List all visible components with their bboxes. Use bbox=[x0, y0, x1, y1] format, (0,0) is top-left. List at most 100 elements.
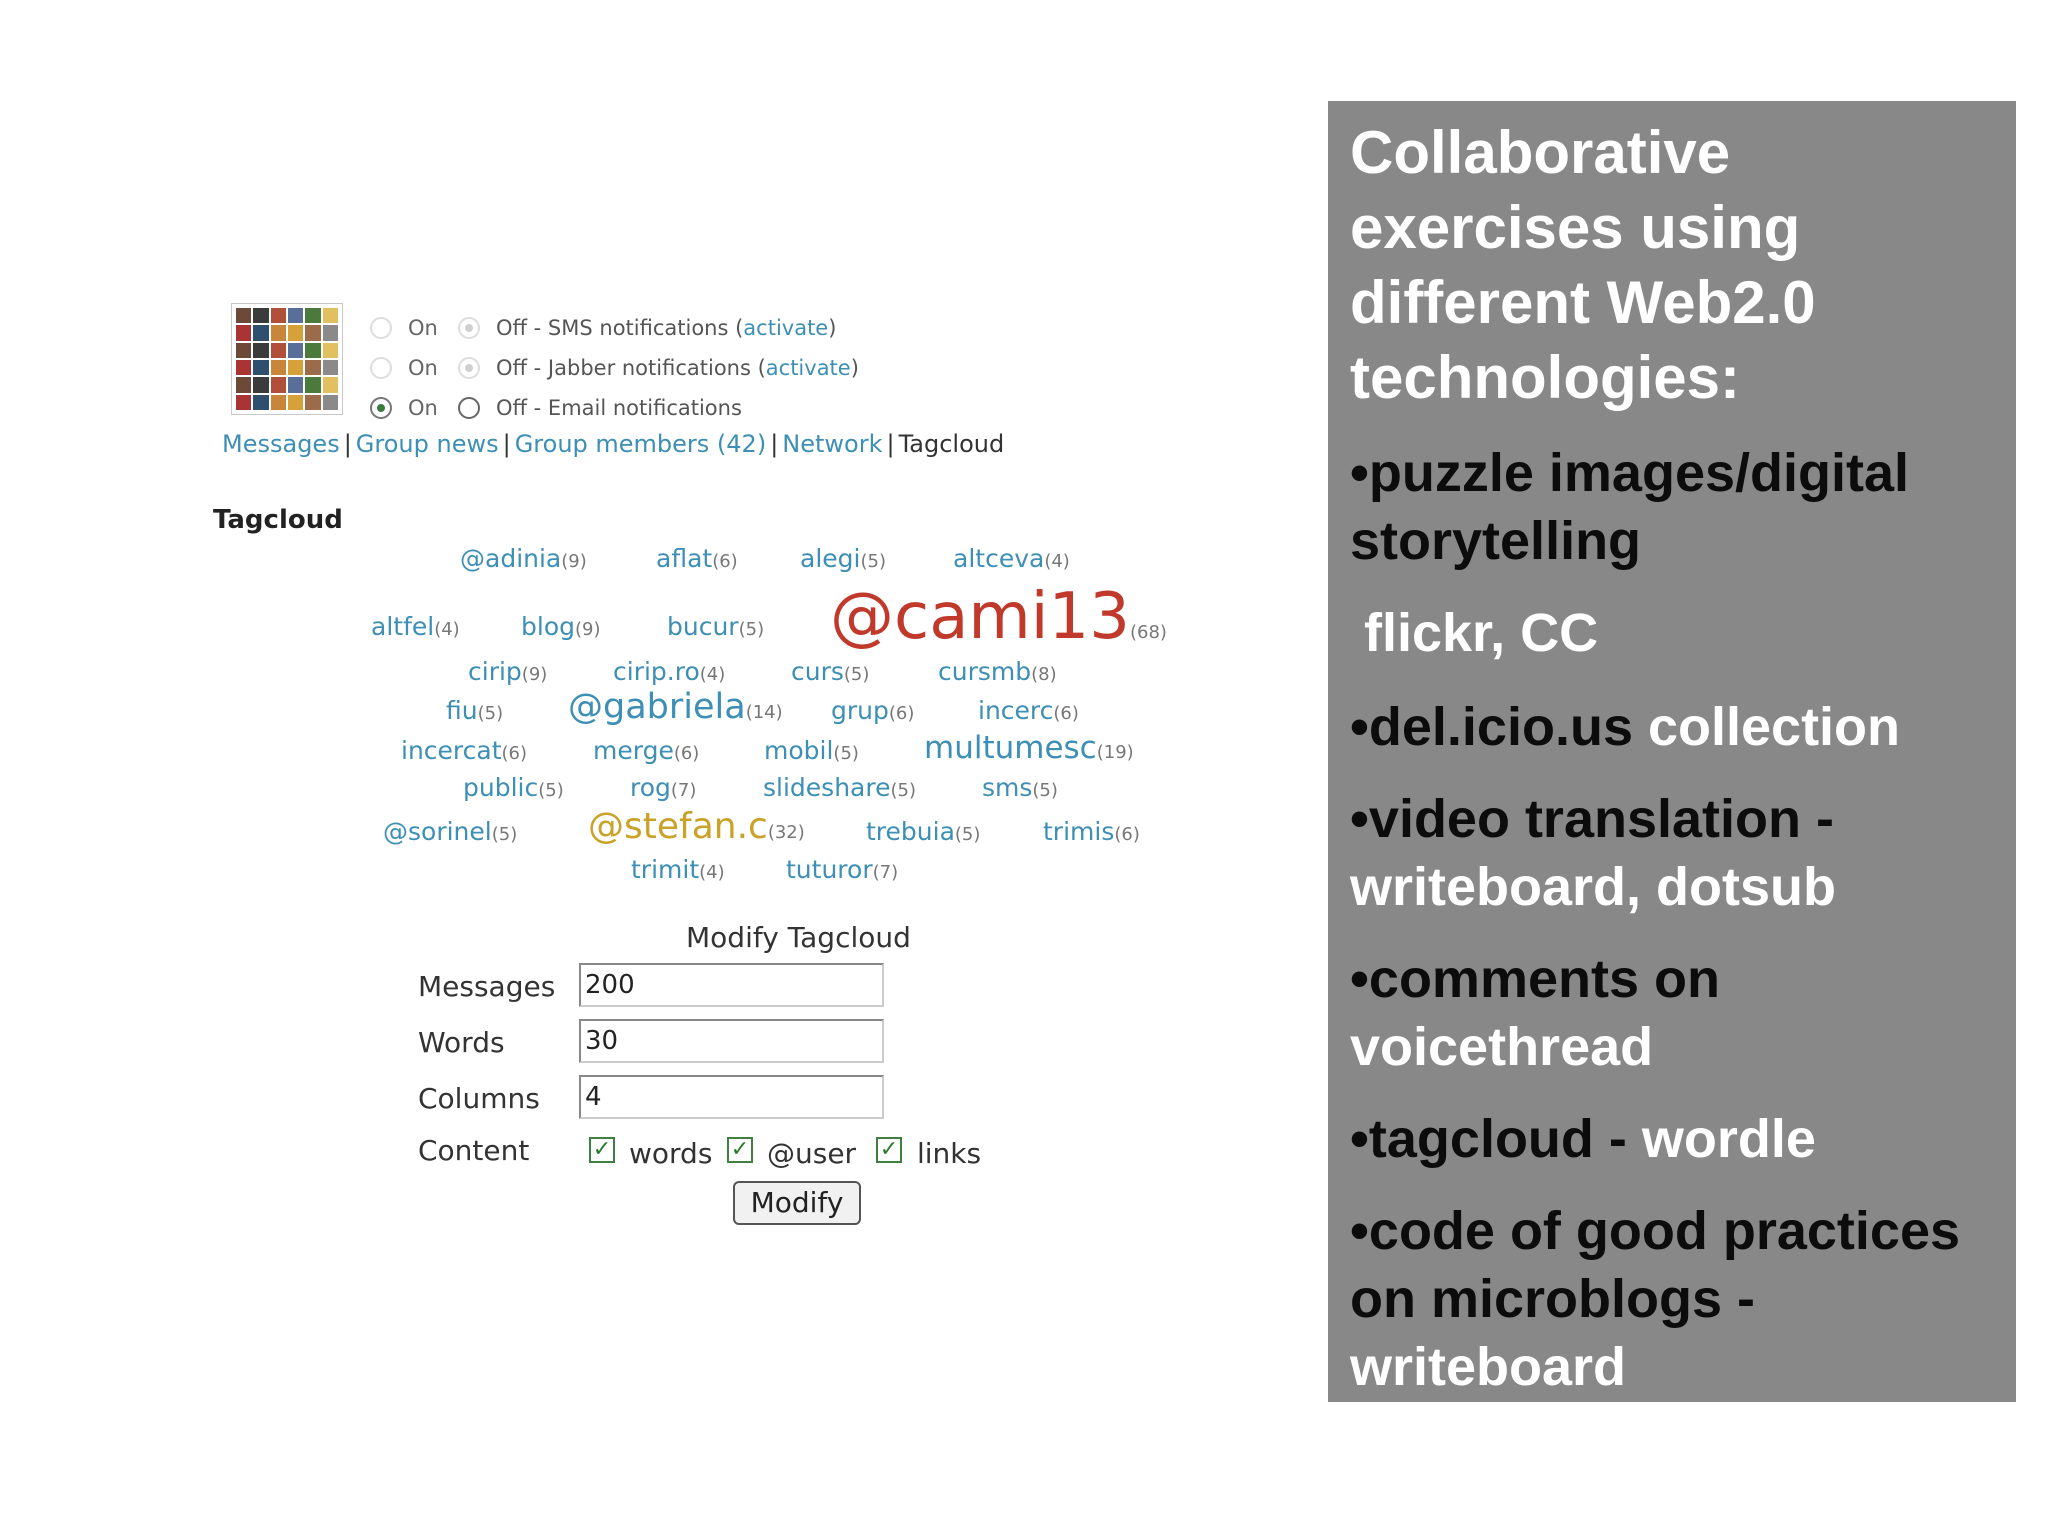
nav-messages-link[interactable]: Messages bbox=[222, 430, 340, 458]
tag[interactable]: trebuia(5) bbox=[866, 817, 981, 846]
tag[interactable]: fiu(5) bbox=[446, 696, 504, 725]
tag[interactable]: incerc(6) bbox=[978, 696, 1079, 725]
nav-group-members-link[interactable]: Group members (42) bbox=[514, 430, 767, 458]
columns-label: Columns bbox=[418, 1082, 540, 1115]
tag[interactable]: grup(6) bbox=[831, 696, 915, 725]
tag[interactable]: rog(7) bbox=[630, 773, 697, 802]
panel-item-video: •video translation - writeboard, dotsub bbox=[1350, 789, 1836, 917]
sms-activate-link[interactable]: activate bbox=[743, 316, 829, 340]
tag[interactable]: @adinia(9) bbox=[460, 544, 587, 573]
sms-notification-row: On Off - SMS notifications (activate) bbox=[370, 312, 836, 344]
links-checkbox[interactable]: ✓ bbox=[876, 1137, 902, 1163]
avatar-tile bbox=[305, 325, 321, 341]
avatar-tile bbox=[253, 394, 269, 410]
avatar-tile bbox=[270, 342, 286, 358]
email-off-radio[interactable] bbox=[458, 397, 480, 419]
nav-network-link[interactable]: Network bbox=[782, 430, 883, 458]
group-nav: Messages|Group news|Group members (42)|N… bbox=[222, 430, 1005, 458]
avatar-tile bbox=[236, 308, 252, 324]
tag[interactable]: tuturor(7) bbox=[786, 855, 899, 884]
panel-item-code: •code of good practices on microblogs - … bbox=[1350, 1201, 1961, 1397]
avatar-tile bbox=[236, 325, 252, 341]
tag[interactable]: bucur(5) bbox=[667, 612, 765, 641]
avatar-tile bbox=[270, 325, 286, 341]
sms-off-label: Off - SMS notifications (activate) bbox=[496, 316, 837, 340]
jabber-notification-row: On Off - Jabber notifications (activate) bbox=[370, 352, 859, 384]
tag[interactable]: merge(6) bbox=[593, 736, 700, 765]
avatar-tile bbox=[253, 342, 269, 358]
user-checkbox-label: @user bbox=[767, 1137, 857, 1170]
avatar-tile bbox=[322, 308, 338, 324]
tag[interactable]: altfel(4) bbox=[371, 612, 460, 641]
tag[interactable]: sms(5) bbox=[982, 773, 1058, 802]
avatar-tile bbox=[270, 394, 286, 410]
tag[interactable]: curs(5) bbox=[791, 657, 870, 686]
tag[interactable]: @sorinel(5) bbox=[383, 817, 518, 846]
tag[interactable]: blog(9) bbox=[521, 612, 601, 641]
email-off-label: Off - Email notifications bbox=[496, 396, 742, 420]
words-label: Words bbox=[418, 1026, 505, 1059]
nav-group-news-link[interactable]: Group news bbox=[355, 430, 499, 458]
columns-input[interactable] bbox=[579, 1075, 884, 1119]
avatar-tile bbox=[270, 359, 286, 376]
jabber-on-label: On bbox=[408, 356, 438, 380]
avatar-tile bbox=[253, 325, 269, 341]
words-input[interactable] bbox=[579, 1019, 884, 1063]
tag[interactable]: cursmb(8) bbox=[938, 657, 1057, 686]
tag[interactable]: trimit(4) bbox=[631, 855, 725, 884]
avatar-tile bbox=[270, 308, 286, 324]
avatar-tile bbox=[287, 377, 304, 393]
modify-button[interactable]: Modify bbox=[733, 1181, 861, 1225]
sms-on-label: On bbox=[408, 316, 438, 340]
tag[interactable]: incercat(6) bbox=[401, 736, 528, 765]
avatar-tile bbox=[322, 342, 338, 358]
jabber-off-label: Off - Jabber notifications (activate) bbox=[496, 356, 859, 380]
tagcloud-title: Tagcloud bbox=[213, 505, 343, 535]
jabber-activate-link[interactable]: activate bbox=[765, 356, 851, 380]
sms-on-radio[interactable] bbox=[370, 317, 392, 339]
tag[interactable]: @stefan.c(32) bbox=[588, 806, 805, 847]
tag[interactable]: mobil(5) bbox=[764, 736, 859, 765]
email-on-label: On bbox=[408, 396, 438, 420]
group-avatar-mosaic bbox=[231, 303, 343, 415]
modify-tagcloud-title: Modify Tagcloud bbox=[686, 921, 911, 954]
panel-item-comments: •comments on voicethread bbox=[1350, 949, 1720, 1077]
jabber-off-radio[interactable] bbox=[458, 357, 480, 379]
avatar-tile bbox=[270, 377, 286, 393]
avatar-tile bbox=[236, 342, 252, 358]
tag[interactable]: aflat(6) bbox=[656, 544, 738, 573]
avatar-tile bbox=[287, 325, 304, 341]
words-checkbox[interactable]: ✓ bbox=[589, 1137, 615, 1163]
panel-heading: Collaborative exercises using different … bbox=[1350, 119, 1816, 411]
tag[interactable]: @gabriela(14) bbox=[568, 687, 783, 727]
avatar-tile bbox=[322, 325, 338, 341]
sms-off-radio[interactable] bbox=[458, 317, 480, 339]
tag[interactable]: multumesc(19) bbox=[924, 730, 1134, 766]
panel-item-tagcloud: •tagcloud - wordle bbox=[1350, 1109, 1816, 1169]
avatar-tile bbox=[305, 359, 321, 376]
avatar-tile bbox=[253, 359, 269, 376]
tag[interactable]: cirip(9) bbox=[468, 657, 548, 686]
tag[interactable]: alegi(5) bbox=[800, 544, 886, 573]
tag[interactable]: public(5) bbox=[463, 773, 564, 802]
user-checkbox[interactable]: ✓ bbox=[727, 1137, 753, 1163]
tag[interactable]: altceva(4) bbox=[953, 544, 1070, 573]
panel-item-flickr: flickr, CC bbox=[1364, 603, 1599, 663]
avatar-tile bbox=[236, 377, 252, 393]
jabber-on-radio[interactable] bbox=[370, 357, 392, 379]
messages-input[interactable] bbox=[579, 963, 884, 1007]
avatar-tile bbox=[253, 308, 269, 324]
tag[interactable]: trimis(6) bbox=[1043, 817, 1140, 846]
avatar-tile bbox=[253, 377, 269, 393]
avatar-tile bbox=[305, 377, 321, 393]
avatar-tile bbox=[305, 308, 321, 324]
email-on-radio[interactable] bbox=[370, 397, 392, 419]
avatar-tile bbox=[287, 308, 304, 324]
avatar-tile bbox=[322, 394, 338, 410]
panel-item-delicious: •del.icio.us collection bbox=[1350, 697, 1901, 757]
tag[interactable]: cirip.ro(4) bbox=[613, 657, 726, 686]
tag[interactable]: slideshare(5) bbox=[763, 773, 916, 802]
tag[interactable]: @cami13(68) bbox=[830, 580, 1167, 654]
avatar-tile bbox=[236, 359, 252, 376]
avatar-tile bbox=[305, 394, 321, 410]
